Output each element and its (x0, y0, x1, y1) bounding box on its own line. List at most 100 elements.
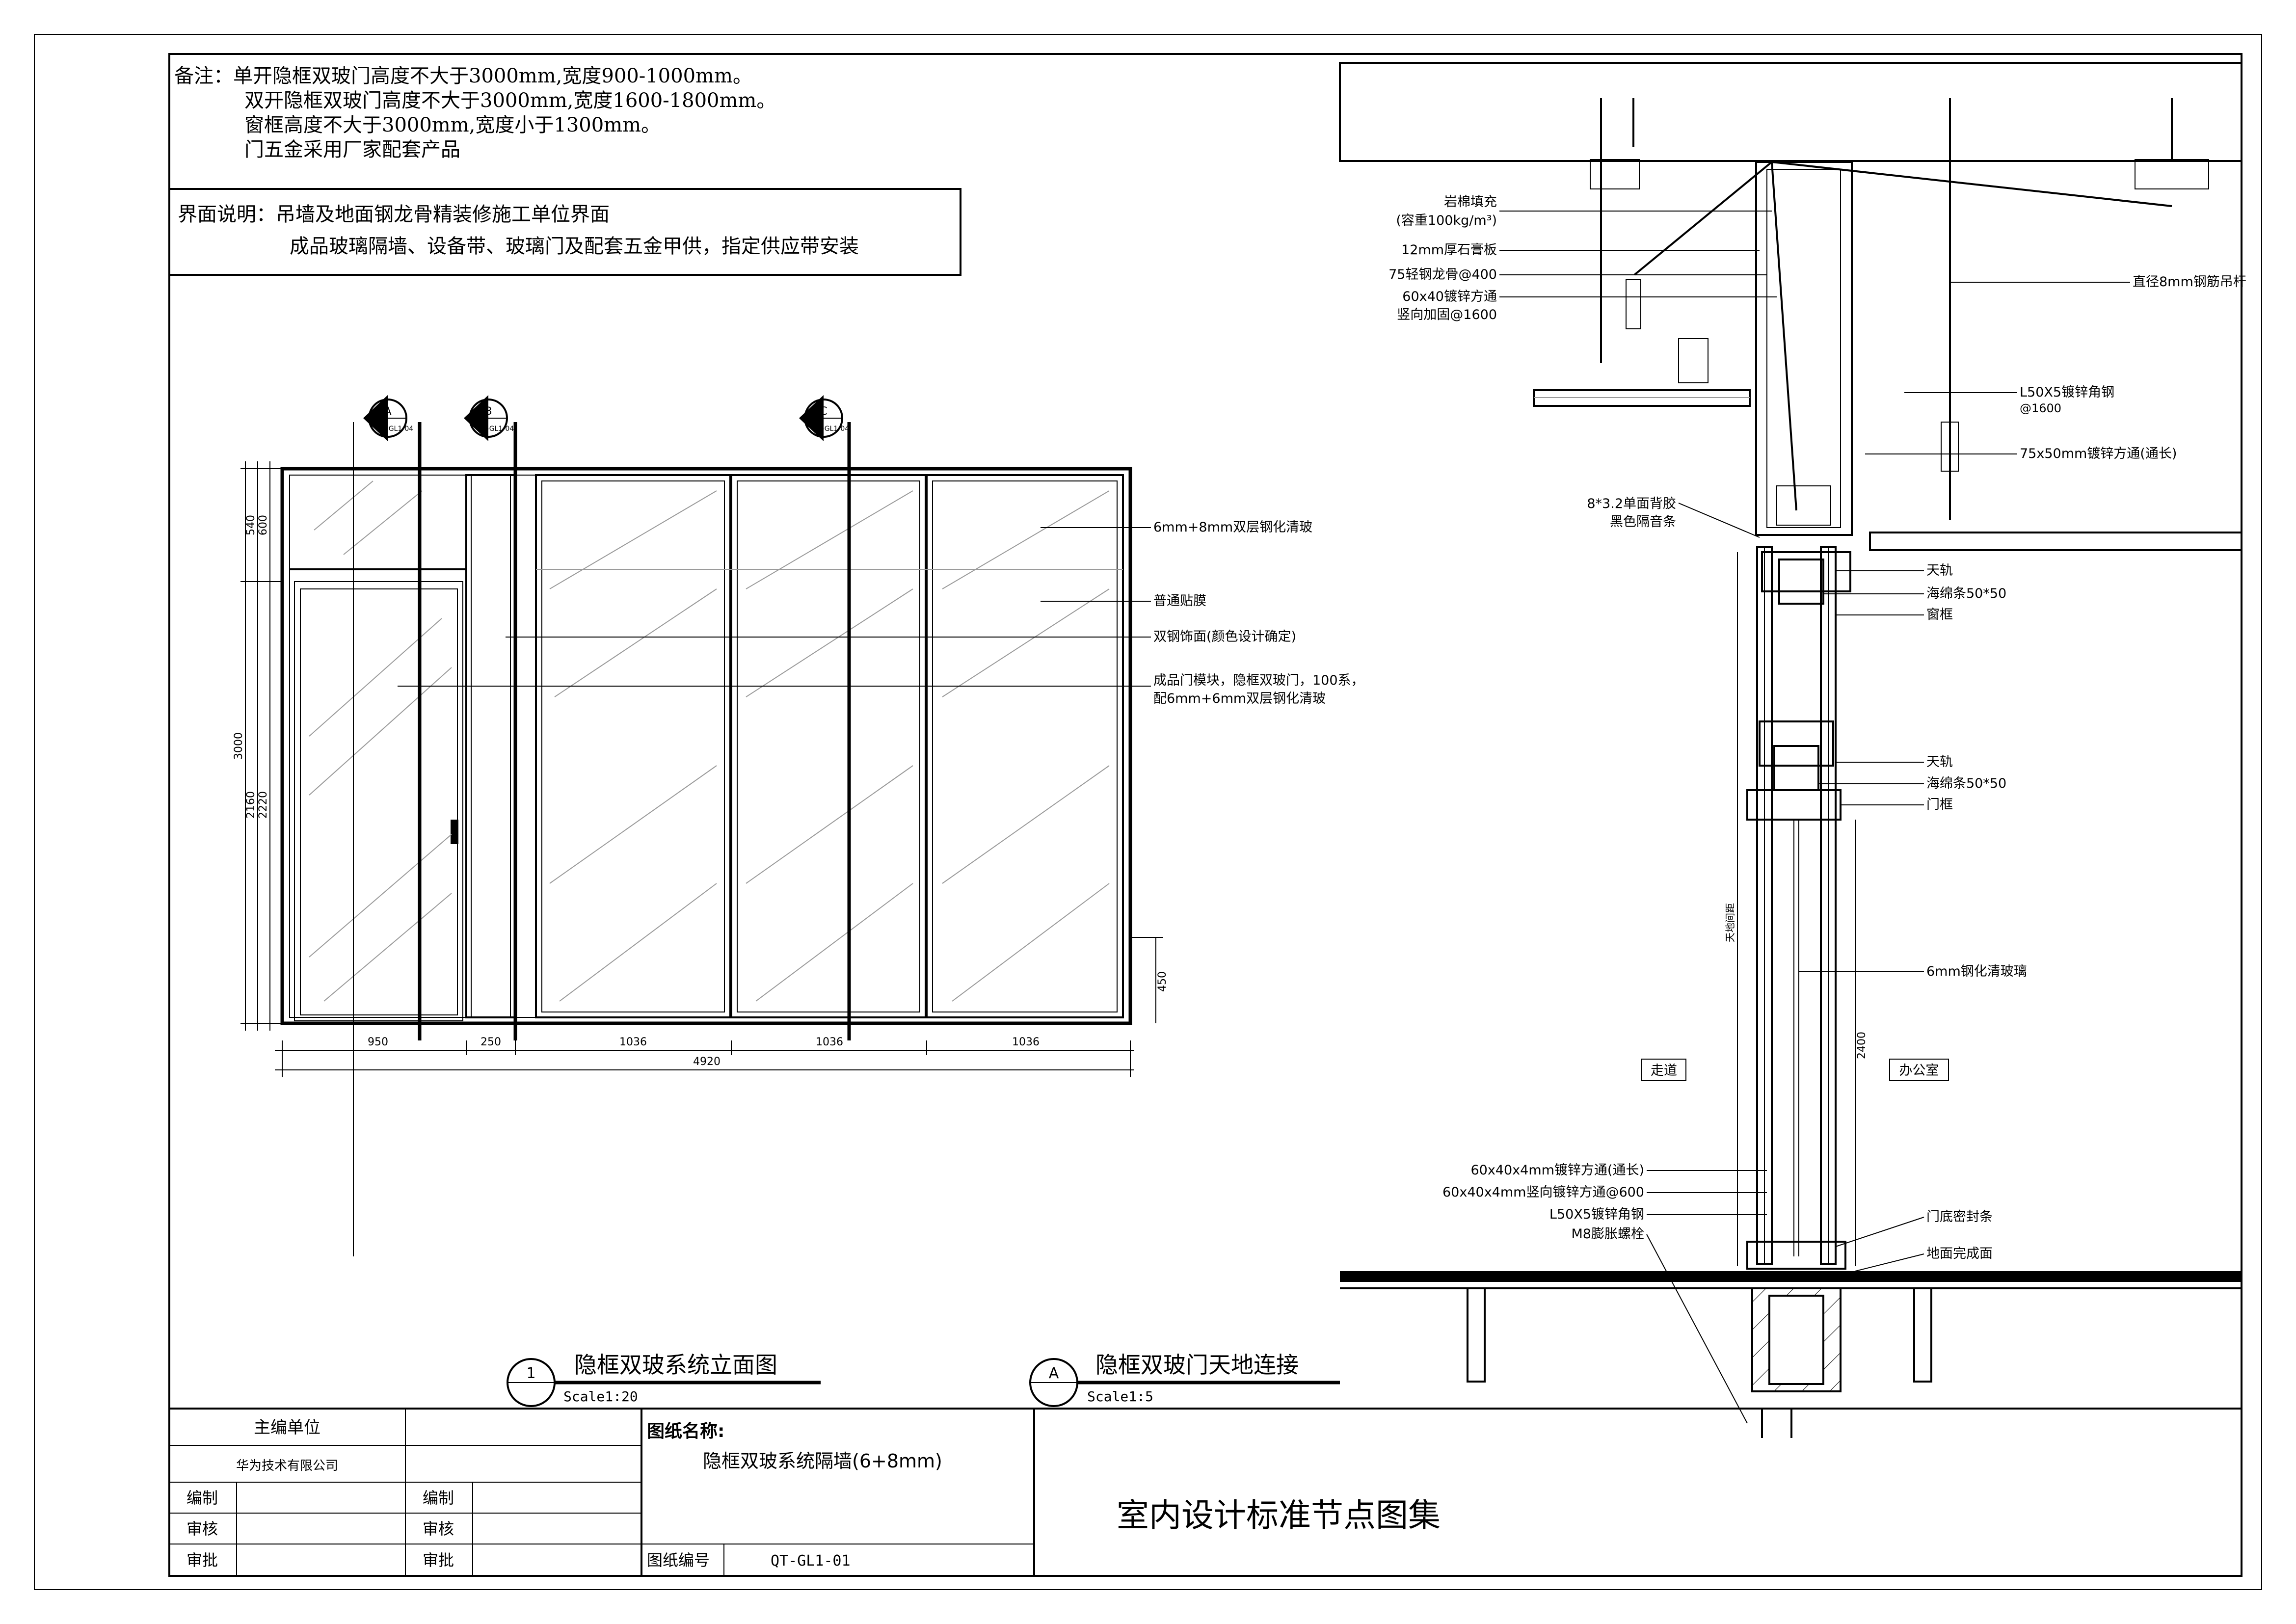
elevation-dimensions: 540 600 3000 2160 2220 450 950 250 1036 … (233, 461, 1169, 1077)
title-block: 主编单位 华为技术有限公司 编制 审核 审批 编制 审核 审批 图纸名称: 隐框… (168, 1408, 2243, 1577)
elevation-outer-frame (280, 467, 1132, 1025)
tb-drawing-name-label: 图纸名称: (647, 1421, 724, 1441)
label-film: 普通贴膜 (1153, 593, 1206, 609)
interface-line-2: 成品玻璃隔墙、设备带、玻璃门及配套五金甲供，指定供应带安装 (290, 235, 859, 258)
svg-text:950: 950 (368, 1036, 388, 1048)
tag-office (1889, 1059, 1949, 1081)
svg-text:QT-GL1-04: QT-GL1-04 (377, 425, 413, 433)
tb-company: 华为技术有限公司 (236, 1459, 338, 1473)
notes-block: 备注：单开隐框双玻门高度不大于3000mm,宽度900-1000mm。 双开隐框… (174, 65, 776, 161)
svg-text:3000: 3000 (233, 732, 245, 760)
svg-text:办公室: 办公室 (1899, 1063, 1939, 1078)
svg-text:12mm厚石膏板: 12mm厚石膏板 (1401, 242, 1497, 258)
svg-text:2400: 2400 (1856, 1032, 1868, 1059)
svg-text:75轻钢龙骨@400: 75轻钢龙骨@400 (1388, 267, 1497, 282)
svg-text:L50X5镀锌角钢: L50X5镀锌角钢 (1549, 1207, 1644, 1222)
floor-pedestals (1467, 1287, 1932, 1392)
svg-text:图纸编号: 图纸编号 (647, 1551, 710, 1570)
elevation-title-text: 隐框双玻系统立面图 (574, 1352, 777, 1378)
section-markers: A QT-GL1-04 B QT-GL1-04 C QT-GL1-04 (353, 395, 851, 1256)
section-callouts-right: 直径8mm钢筋吊杆 L50X5镀锌角钢 @1600 75x50mm镀锌方通(通长… (1799, 274, 2246, 1272)
svg-text:QT-GL1-04: QT-GL1-04 (478, 425, 514, 433)
ceiling-slab (1339, 62, 2243, 162)
svg-text:QT-GL1-04: QT-GL1-04 (813, 425, 849, 433)
svg-text:黑色隔音条: 黑色隔音条 (1610, 514, 1676, 530)
hanger-anchors (1590, 159, 2209, 472)
svg-text:地面完成面: 地面完成面 (1926, 1246, 1993, 1261)
svg-text:天轨: 天轨 (1926, 754, 1953, 770)
svg-text:岩棉填充: 岩棉填充 (1444, 194, 1497, 210)
svg-text:走道: 走道 (1651, 1063, 1677, 1078)
svg-text:海绵条50*50: 海绵条50*50 (1926, 776, 2006, 791)
svg-text:450: 450 (1156, 971, 1169, 992)
svg-text:6mm钢化清玻璃: 6mm钢化清玻璃 (1926, 964, 2027, 979)
note-line-3: 窗框高度不大于3000mm,宽度小于1300mm。 (244, 114, 661, 136)
steel-post (465, 474, 516, 1018)
tb-editor-unit: 主编单位 (254, 1418, 320, 1438)
svg-text:B: B (484, 405, 492, 418)
svg-text:1036: 1036 (1012, 1036, 1040, 1048)
tb-drawing-name: 隐框双玻系统隔墙(6+8mm) (703, 1450, 942, 1472)
tb-drawing-no: QT-GL1-01 (771, 1552, 851, 1570)
svg-text:C: C (820, 405, 827, 418)
section-callouts-left: 岩棉填充 (容重100kg/m³) 12mm厚石膏板 75轻钢龙骨@400 60… (1388, 194, 1777, 1424)
finished-floor (1340, 1271, 2242, 1282)
svg-text:审批: 审批 (187, 1551, 218, 1570)
detail-title-text: 隐框双玻门天地连接 (1095, 1352, 1299, 1378)
door-handle (451, 820, 458, 844)
svg-text:2220: 2220 (257, 791, 269, 819)
svg-text:A: A (1049, 1365, 1059, 1382)
svg-text:1: 1 (526, 1365, 535, 1382)
interface-box: 界面说明：吊墙及地面钢龙骨精装修施工单位界面 成品玻璃隔墙、设备带、玻璃门及配套… (168, 188, 961, 276)
label-door-1: 成品门模块，隐框双玻门，100系， (1153, 673, 1364, 688)
door-head (1759, 720, 1834, 767)
label-door-2: 配6mm+6mm双层钢化清玻 (1153, 691, 1326, 706)
svg-text:竖向加固@1600: 竖向加固@1600 (1397, 307, 1497, 322)
door-bottom (1746, 1241, 1846, 1270)
interface-line-1: 界面说明：吊墙及地面钢龙骨精装修施工单位界面 (178, 203, 610, 226)
svg-text:4920: 4920 (693, 1056, 721, 1068)
sheet-outer-border (34, 34, 2262, 1590)
svg-text:60x40镀锌方通: 60x40镀锌方通 (1402, 289, 1497, 304)
interface-frame (168, 188, 961, 276)
svg-text:海绵条50*50: 海绵条50*50 (1926, 586, 2006, 601)
ceiling-board-right (1869, 532, 2243, 551)
svg-text:M8膨胀螺栓: M8膨胀螺栓 (1572, 1226, 1644, 1242)
elevation-scale: Scale1:20 (563, 1388, 638, 1405)
elevation-drawing: A QT-GL1-04 B QT-GL1-04 C QT-GL1-04 6mm+… (233, 395, 1364, 1256)
svg-text:60x40x4mm镀锌方通(通长): 60x40x4mm镀锌方通(通长) (1470, 1163, 1644, 1178)
section-marker-a: A QT-GL1-04 (363, 395, 413, 441)
label-steel: 双钢饰面(颜色设计确定) (1153, 629, 1296, 644)
section-marker-b: B QT-GL1-04 (464, 395, 514, 441)
svg-text:75x50mm镀锌方通(通长): 75x50mm镀锌方通(通长) (2020, 446, 2177, 461)
svg-text:审核: 审核 (423, 1519, 454, 1538)
upper-wall (1755, 161, 1853, 536)
svg-text:编制: 编制 (423, 1489, 454, 1507)
svg-text:1036: 1036 (619, 1036, 647, 1048)
svg-text:天地间距: 天地间距 (1724, 903, 1736, 942)
svg-text:编制: 编制 (187, 1489, 218, 1507)
svg-text:(容重100kg/m³): (容重100kg/m³) (1396, 213, 1497, 228)
note-line-2: 双开隐框双玻门高度不大于3000mm,宽度1600-1800mm。 (244, 89, 776, 112)
svg-text:门框: 门框 (1926, 797, 1953, 812)
svg-text:直径8mm钢筋吊杆: 直径8mm钢筋吊杆 (2133, 274, 2246, 290)
svg-text:@1600: @1600 (2020, 401, 2061, 415)
note-line-4: 门五金采用厂家配套产品 (244, 138, 460, 161)
svg-text:门底密封条: 门底密封条 (1926, 1209, 1993, 1225)
elevation-callouts: 6mm+8mm双层钢化清玻 普通贴膜 双钢饰面(颜色设计确定) 成品门模块，隐框… (398, 520, 1364, 706)
glass-reflection-lines (309, 480, 1110, 1002)
svg-text:600: 600 (257, 515, 269, 535)
detail-title: A 隐框双玻门天地连接 Scale1:5 (1029, 1352, 1340, 1407)
tag-corridor (1641, 1059, 1686, 1081)
svg-text:1036: 1036 (816, 1036, 843, 1048)
svg-text:审核: 审核 (187, 1519, 218, 1538)
svg-text:8*3.2单面背胶: 8*3.2单面背胶 (1587, 496, 1676, 511)
section-marker-c: C QT-GL1-04 (799, 395, 849, 441)
svg-text:540: 540 (245, 515, 257, 535)
elevation-title: 1 隐框双玻系统立面图 Scale1:20 (507, 1352, 821, 1407)
section-detail: 岩棉填充 (容重100kg/m³) 12mm厚石膏板 75轻钢龙骨@400 60… (1339, 62, 2246, 1438)
svg-text:天轨: 天轨 (1926, 563, 1953, 578)
svg-text:A: A (384, 405, 391, 418)
svg-text:审批: 审批 (423, 1551, 454, 1570)
